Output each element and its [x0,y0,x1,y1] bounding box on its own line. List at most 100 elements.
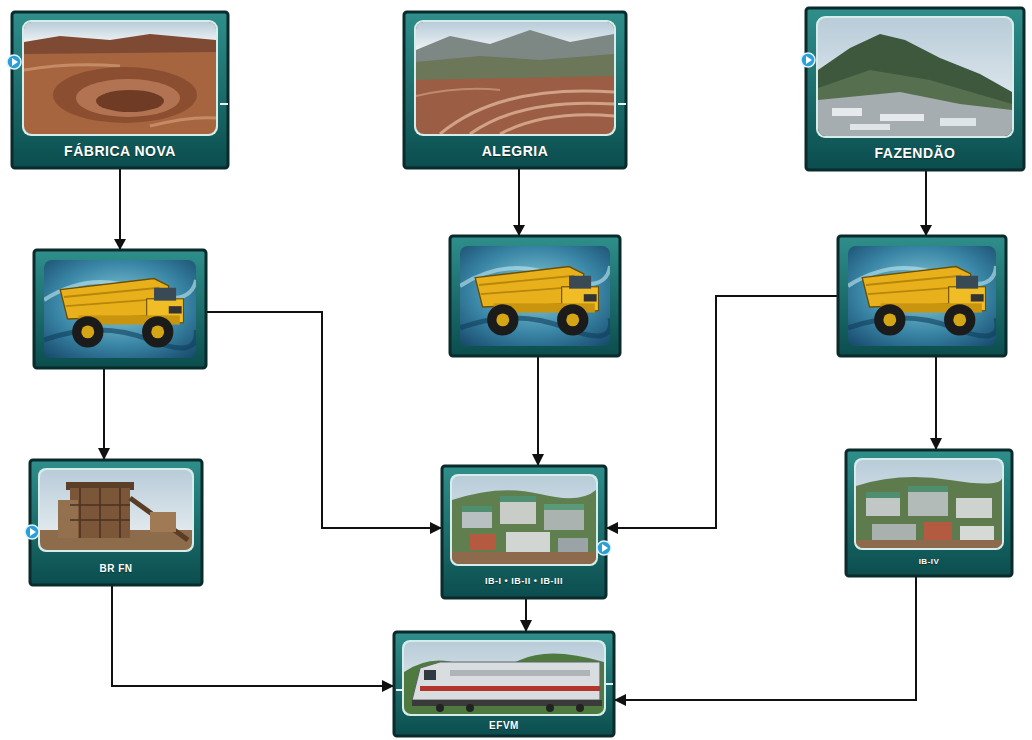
plant-photo-part [866,492,900,498]
plant-panel [25,460,202,585]
rail-panel [394,632,614,736]
plant-photo-part [856,477,1002,548]
caption-bar: IB-I • IB-II • IB-III [442,568,606,596]
play-icon-part [25,525,39,539]
mine-photo-part [818,18,1012,136]
plant-photo-part [908,486,948,492]
mine-photo-part [940,118,976,126]
flow-arrow [525,598,527,632]
site-box: EFVM [394,632,614,736]
play-icon-part [806,56,812,64]
mine-photo-part [440,91,614,134]
truck-photo [460,246,610,346]
mine-panel [7,12,228,168]
play-icon-part [7,55,21,69]
train-photo-part [404,642,604,714]
mine-photo-part [416,22,614,134]
mine-photo-part [96,90,164,112]
site-name: IB-I • IB-II • IB-III [485,577,563,587]
train-photo-part [576,704,584,712]
plant-panel-part [854,458,1004,550]
mine-photo-part [53,67,197,123]
plant-photo [40,470,192,550]
mine-photo-part [416,89,500,96]
truck-arrowhead-part [114,239,126,250]
truck-photo-part [60,279,183,348]
caption-bar: BR FN [30,553,202,583]
mine-photo [24,22,216,134]
site-box: IB-I • IB-II • IB-III [442,466,606,598]
mine-photo-part [416,54,614,80]
plant-photo-part [462,506,492,512]
mine-panel-part [12,12,228,168]
site-name: ALEGRIA [482,144,549,159]
train-photo-part [546,704,554,712]
mine-photo-part [818,34,1012,136]
site-box: IB-IV [846,450,1012,576]
plant-photo-part [462,510,492,528]
site-name: FÁBRICA NOVA [64,144,176,159]
plant-photo-part [470,534,496,550]
play-icon-part [602,544,608,552]
edge-tick [618,103,626,105]
mine-photo-part [24,34,216,54]
mine-photo-part [818,92,1012,136]
plant-photo-part [150,512,176,532]
plant-photo-part [866,496,900,516]
truck-photo-part [862,267,985,336]
plant-photo-part [70,488,130,538]
plant-photo-part [856,460,1002,548]
play-icon-part [30,528,36,536]
plant-photo-part [70,488,130,538]
train-photo-part [412,662,600,700]
train-photo-part [450,670,590,676]
caption-bar: FAZENDÃO [806,140,1024,168]
plant-panel-part [38,468,194,552]
truck-photo [44,260,196,358]
plant-panel [846,450,1012,576]
truck-arrowhead-part [920,225,932,236]
train-photo-part [466,704,474,712]
mine-photo-part [832,108,862,116]
play-icon-part [597,541,611,555]
train-photo-part [424,670,436,680]
mine-photo-part [500,115,614,134]
plant-photo-part [872,524,916,540]
plant-photo-part [40,470,192,550]
plant-photo-part [544,504,584,510]
site-box: FAZENDÃO [806,8,1024,170]
plant-photo-part [908,490,948,516]
plant-photo-part [130,498,188,540]
plant-photo-part [452,490,596,564]
mine-panel [404,12,626,168]
rail-panel-part [402,640,606,716]
plant-photo-part [500,496,536,502]
truck-photo-part [460,246,610,346]
plant-photo-part [544,508,584,530]
caption-bar: EFVM [394,717,614,734]
truck-photo-part [475,267,598,336]
plant-photo-part [856,540,1002,548]
plant-photo-part [506,532,550,552]
mine-photo-part [850,124,890,130]
mine-panel-part [816,16,1014,138]
caption-bar: IB-IV [846,550,1012,574]
truck-photo-part [44,260,196,358]
mine-panel [801,8,1024,170]
site-name: BR FN [99,563,132,574]
truck-panel [450,236,620,356]
mine-panel-part [806,8,1024,170]
caption-bar: ALEGRIA [404,138,626,166]
play-icon [801,53,815,67]
flow-arrow [112,585,394,686]
truck-panel-part [838,236,1006,356]
mine-photo-part [150,118,216,126]
train-photo-part [404,653,604,714]
plant-panel-part [30,460,202,585]
plant-photo-part [956,498,992,518]
plant-panel-part [442,466,606,598]
site-name: IB-IV [919,558,940,567]
plant-photo-part [558,538,588,552]
site-name: FAZENDÃO [875,146,956,161]
edge-tick [396,684,613,690]
